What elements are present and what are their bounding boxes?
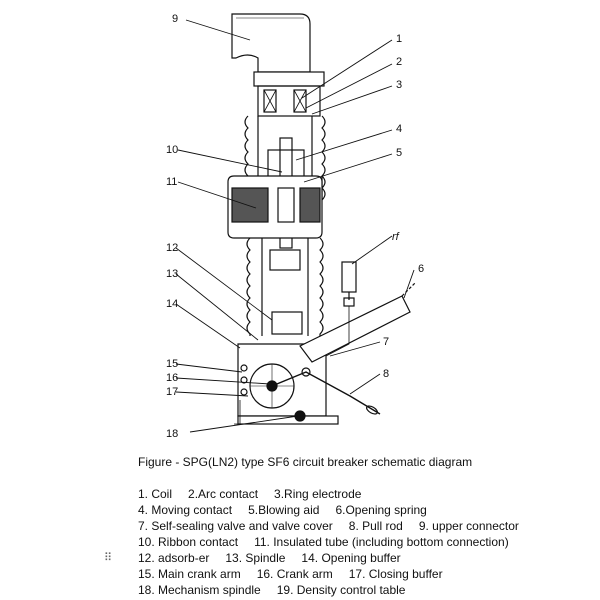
legend-item: 15. Main crank arm [138, 567, 241, 581]
legend-row: 4. Moving contact 5.Blowing aid 6.Opening … [138, 502, 519, 518]
opening-spring [299, 295, 411, 363]
legend-item: 13. Spindle [225, 551, 286, 565]
crank-arm [271, 371, 381, 415]
figure-caption: Figure - SPG(LN2) type SF6 circuit break… [138, 455, 473, 469]
legend-item: 10. Ribbon contact [138, 535, 239, 549]
legend-item: 17. Closing buffer [348, 567, 443, 581]
callout-14: 14 [166, 298, 178, 310]
legend-row: 10. Ribbon contact 11. Insulated tube (in… [138, 534, 519, 550]
callout-2: 2 [396, 56, 402, 68]
legend-item: 14. Opening buffer [301, 551, 401, 565]
callout-4: 4 [396, 123, 402, 135]
callout-17: 17 [166, 386, 178, 398]
pull-rod-end [365, 405, 379, 415]
adsorber [271, 311, 303, 335]
legend-item: 12. adsorb-er [138, 551, 210, 565]
callout-10: 10 [166, 144, 178, 156]
legend-row: 18. Mechanism spindle 19. Density control… [138, 582, 519, 598]
legend-item: 3.Ring electrode [274, 487, 362, 501]
drag-handle-icon: ⠿ [104, 552, 113, 564]
legend-row: 15. Main crank arm 16. Crank arm 17. Closi… [138, 566, 519, 582]
density-control [341, 261, 357, 293]
upper-connector [231, 13, 311, 73]
legend-item: 16. Crank arm [256, 567, 333, 581]
legend-item: 8. Pull rod [348, 519, 403, 533]
coil-right [293, 89, 307, 113]
legend-item: 1. Coil [138, 487, 173, 501]
legend-item: 4. Moving contact [138, 503, 233, 517]
callout-11: 11 [166, 176, 177, 188]
legend-item: 19. Density control table [276, 583, 406, 597]
legend-row: 12. adsorb-er 13. Spindle 14. Opening buff… [138, 550, 519, 566]
callout-7: 7 [383, 336, 389, 348]
legend-item: 11. Insulated tube (including bottom con… [254, 535, 509, 549]
callout-13: 13 [166, 268, 178, 280]
legend-row: 7. Self-sealing valve and valve cover 8. … [138, 518, 519, 534]
legend-item: 6.Opening spring [335, 503, 427, 517]
legend-item: 9. upper connector [418, 519, 519, 533]
callout-9: 9 [172, 13, 178, 25]
callout-5: 5 [396, 147, 402, 159]
callout-18: 18 [166, 428, 178, 440]
schematic-diagram: 9 1 2 3 4 10 5 11 12 13 14 15 16 17 18 6… [166, 13, 424, 440]
callout-1: 1 [396, 33, 402, 45]
legend-item: 18. Mechanism spindle [138, 583, 261, 597]
coil-left [263, 89, 277, 113]
legend-item: 5.Blowing aid [248, 503, 320, 517]
legend: 1. Coil 2.Arc contact 3.Ring electrode 4. … [138, 486, 519, 598]
callout-6: 6 [418, 263, 424, 275]
callout-16: 16 [166, 372, 178, 384]
callout-8: 8 [383, 368, 389, 380]
callout-12: 12 [166, 242, 178, 254]
legend-row: 1. Coil 2.Arc contact 3.Ring electrode [138, 486, 519, 502]
callout-15: 15 [166, 358, 178, 370]
rf-label: rf [392, 231, 400, 243]
legend-item: 7. Self-sealing valve and valve cover [138, 519, 333, 533]
top-housing [253, 71, 325, 87]
legend-item: 2.Arc contact [188, 487, 259, 501]
callout-3: 3 [396, 79, 402, 91]
